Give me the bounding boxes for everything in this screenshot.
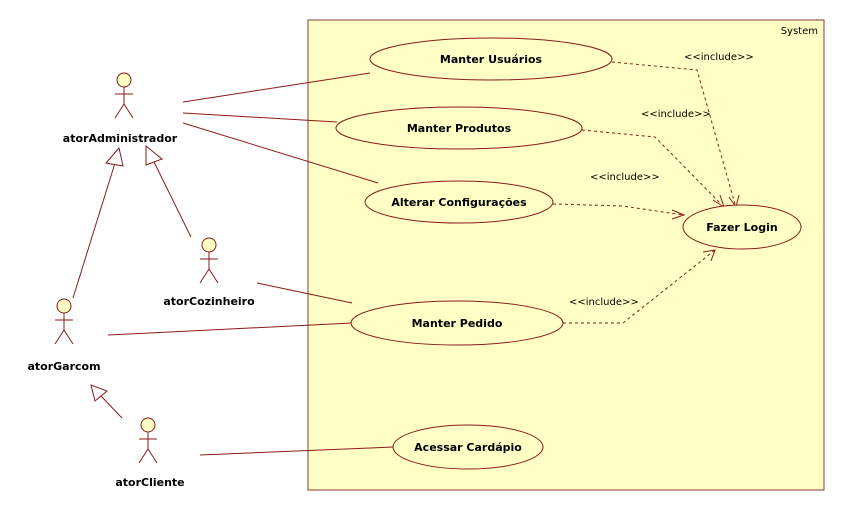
actor-cozinheiro-leg-left [199,268,210,284]
actor-cliente-head [140,417,156,433]
actor-garcom-label: atorGarcom [27,360,100,373]
assoc-admin-manter-produtos [182,112,338,123]
actor-administrador-head [116,72,132,88]
assoc-admin-manter-usuarios [182,72,371,103]
system-boundary [307,19,825,491]
include-pedido-login-arrow [702,249,716,262]
actor-administrador-leg-right [123,103,134,119]
usecase-manter-pedido-label: Manter Pedido [412,317,503,330]
usecase-alterar-configuracoes-shape [364,180,554,224]
assoc-cliente-acessar-cardapio [199,446,394,456]
usecase-manter-pedido-shape [350,300,564,346]
include-label-usuarios: <<include>> [684,52,754,63]
usecase-fazer-login[interactable]: Fazer Login [682,204,802,250]
usecase-manter-usuarios-label: Manter Usuários [440,53,543,66]
usecase-manter-usuarios-shape [369,37,613,81]
include-label-configuracoes: <<include>> [590,172,660,183]
actor-cozinheiro[interactable]: atorCozinheiro [163,237,255,308]
usecase-manter-produtos-shape [335,106,583,150]
usecase-acessar-cardapio-shape [392,424,544,470]
include-label-pedido: <<include>> [569,297,639,308]
actor-cliente-leg-right [147,448,158,464]
gen-cliente-to-garcom-head [90,384,108,402]
actor-administrador-leg-left [114,103,125,119]
usecase-manter-usuarios[interactable]: Manter Usuários [369,37,613,81]
actor-cozinheiro-head [201,237,217,253]
actor-cliente[interactable]: atorCliente [115,417,185,489]
assoc-admin-alterar-configuracoes [182,122,379,184]
usecase-fazer-login-shape [682,204,802,250]
actor-garcom-leg-left [54,329,65,345]
usecase-acessar-cardapio[interactable]: Acessar Cardápio [392,424,544,470]
system-label: System [781,26,818,37]
usecase-manter-produtos[interactable]: Manter Produtos [335,106,583,150]
include-configuracoes-login [552,203,684,216]
usecase-alterar-configuracoes-label: Alterar Configurações [391,196,527,209]
include-label-produtos: <<include>> [641,109,711,120]
assoc-cozinheiro-manter-pedido [256,282,353,304]
gen-cozinheiro-to-admin-line [153,161,192,238]
actor-cliente-leg-left [138,448,149,464]
actor-administrador[interactable]: atorAdministrador [63,72,178,145]
gen-cozinheiro-to-admin-head [145,144,163,166]
usecase-manter-pedido[interactable]: Manter Pedido [350,300,564,346]
include-produtos-login [581,129,722,205]
actor-administrador-label: atorAdministrador [63,132,178,145]
usecase-acessar-cardapio-label: Acessar Cardápio [414,441,522,454]
actor-cozinheiro-leg-right [208,268,219,284]
gen-garcom-to-admin-head [105,146,124,167]
assoc-garcom-manter-pedido [107,322,353,336]
include-configuracoes-login-arrow [671,209,686,220]
actor-garcom[interactable]: atorGarcom [27,298,101,373]
actor-garcom-head [56,298,72,314]
actor-cozinheiro-label: atorCozinheiro [163,295,255,308]
usecase-manter-produtos-label: Manter Produtos [407,122,512,135]
gen-garcom-to-admin-line [72,162,116,299]
usecase-alterar-configuracoes[interactable]: Alterar Configurações [364,180,554,224]
include-usuarios-login [611,61,736,205]
gen-cliente-to-garcom-line [100,395,123,419]
actor-cliente-label: atorCliente [115,476,184,489]
include-pedido-login [563,249,716,324]
actor-garcom-leg-right [63,329,74,345]
usecase-fazer-login-label: Fazer Login [706,221,777,234]
